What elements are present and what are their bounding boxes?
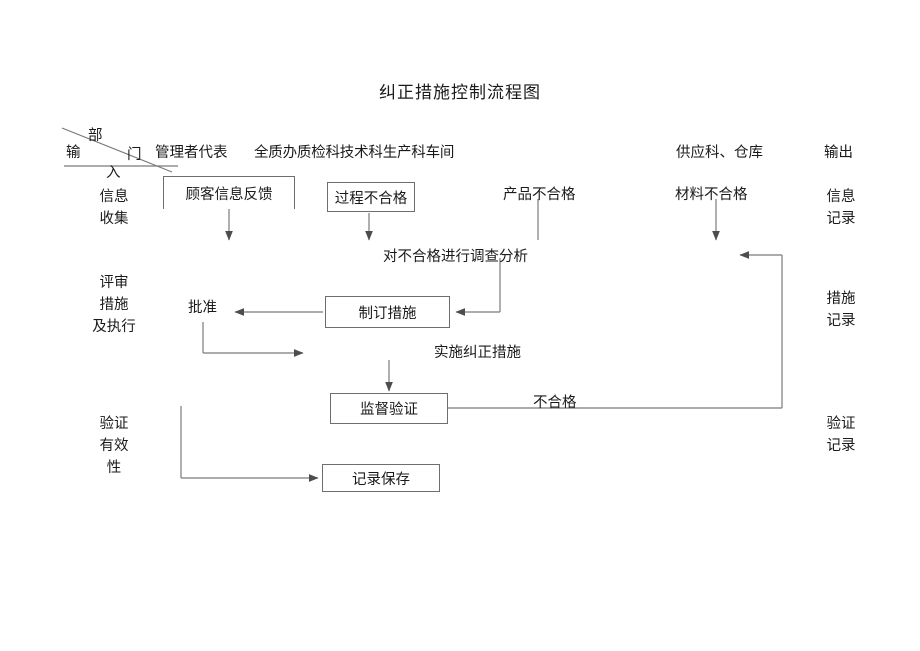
stage-label-review-measures: 评审 措施 及执行 [92,275,136,335]
corner-input-char-1: 输 [66,145,81,161]
node-supervise-verify[interactable]: 监督验证 [330,393,448,424]
node-implement-corrective: 实施纠正措施 [434,345,521,361]
corner-diagonal-icon [61,127,178,173]
node-formulate-measures[interactable]: 制订措施 [325,296,450,328]
corner-input-char-2: 入 [106,165,121,181]
matrix-corner-cell: 部 门 输 入 [60,126,180,181]
node-record-keeping[interactable]: 记录保存 [322,464,440,492]
node-customer-feedback[interactable]: 顾客信息反馈 [163,176,295,209]
node-product-nonconformity: 产品不合格 [503,187,576,203]
record-label-measure-record: 措施 记录 [826,291,856,329]
column-header-supply-warehouse: 供应科、仓库 [676,145,763,161]
edge-label-nonconforming: 不合格 [533,395,577,411]
column-header-departments: 全质办质检科技术科生产科车间 [254,145,455,161]
column-header-output: 输出 [824,145,853,161]
column-header-manager-rep: 管理者代表 [155,145,228,161]
node-material-nonconformity: 材料不合格 [675,187,748,203]
node-approve: 批准 [188,300,217,316]
page-title: 纠正措施控制流程图 [379,83,541,103]
corner-department-char-1: 部 [88,128,103,144]
stage-label-info-collection: 信息 收集 [99,189,129,227]
node-investigate-analyze: 对不合格进行调查分析 [383,249,528,265]
corner-department-char-2: 门 [127,147,142,163]
stage-label-verify-effectiveness: 验证 有效 性 [99,416,129,476]
record-label-verify-record: 验证 记录 [826,416,856,454]
node-process-nonconformity[interactable]: 过程不合格 [327,182,415,212]
record-label-info-record: 信息 记录 [826,189,856,227]
